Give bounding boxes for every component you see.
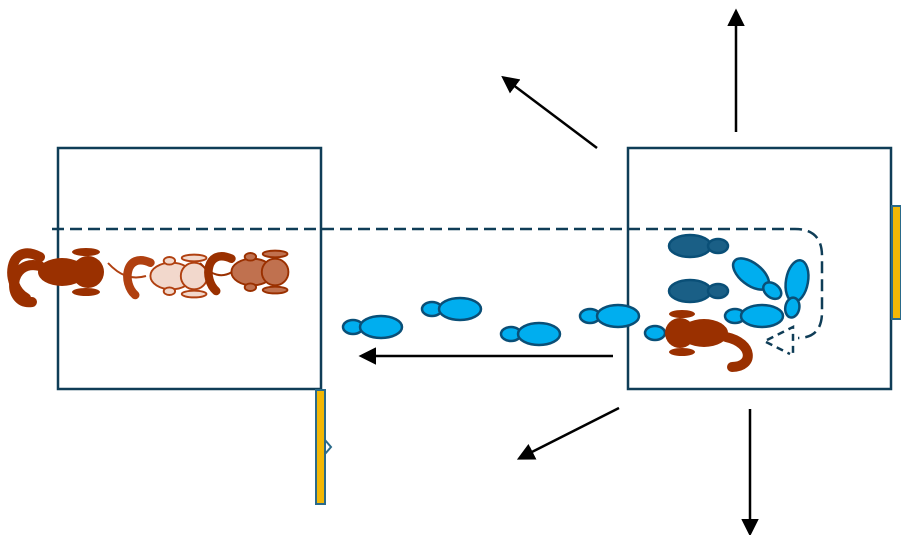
- blob-token-icon: [783, 258, 810, 319]
- blob-token-icon: [731, 257, 783, 301]
- right-door: [891, 205, 901, 320]
- animal-topview-icon: [208, 251, 288, 294]
- token-group-right-dark: [667, 233, 730, 304]
- blob-token-icon: [499, 321, 562, 347]
- arrow-up-left: [501, 75, 598, 149]
- blob-token-icon: [723, 303, 785, 329]
- tail-link: [199, 262, 233, 277]
- blob-token-icon: [578, 303, 641, 329]
- arrow-down-left: [516, 406, 620, 460]
- token-group-right-light: [723, 257, 810, 329]
- animal-topview-icon: [7, 248, 104, 308]
- dashed-trajectory-path: [52, 227, 824, 340]
- blob-token-icon: [667, 233, 730, 259]
- tail-link: [107, 262, 147, 279]
- turn-marker: [765, 324, 795, 357]
- blob-token-icon: [643, 324, 667, 342]
- blob-token-icon: [420, 296, 483, 322]
- left-door: [315, 389, 333, 505]
- animal-topview-icon: [127, 255, 207, 298]
- token-group-corridor: [341, 296, 667, 347]
- blob-token-icon: [341, 314, 404, 340]
- animal-topview-icon: [665, 310, 753, 372]
- blob-token-icon: [667, 278, 730, 304]
